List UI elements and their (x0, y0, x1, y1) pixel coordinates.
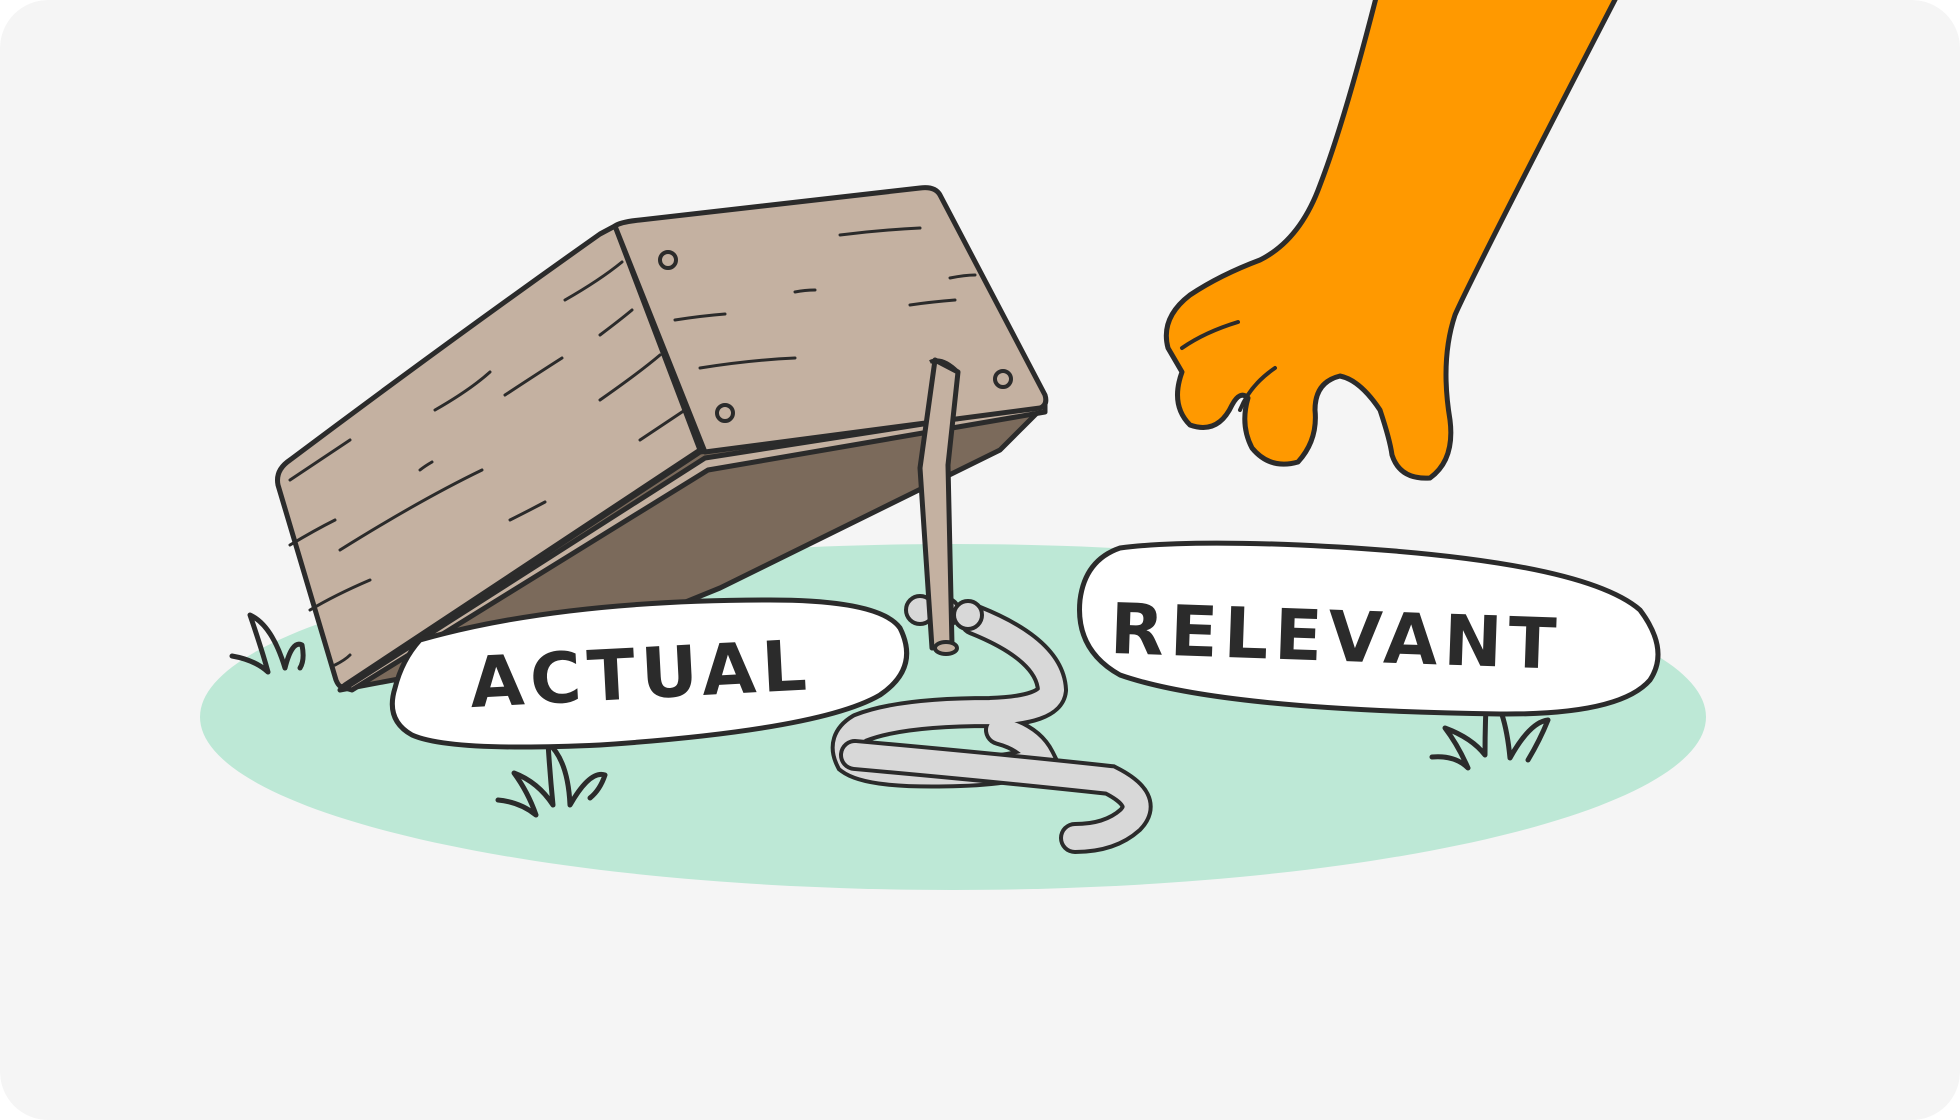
actual-text: ACTUAL (468, 624, 815, 724)
relevant-text: RELEVANT (1109, 588, 1564, 686)
box-rim (342, 402, 1048, 693)
grass-tuft-icon (229, 612, 1551, 818)
cartoon-hand-icon (1163, 0, 1618, 481)
wood-grain (288, 226, 977, 667)
box-side (275, 223, 703, 690)
box-nails (658, 250, 1013, 423)
rope-icon (830, 594, 1153, 854)
prop-stick-icon (917, 357, 961, 656)
actual-label: ACTUAL (389, 597, 910, 750)
relevant-label: RELEVANT (1077, 540, 1661, 717)
